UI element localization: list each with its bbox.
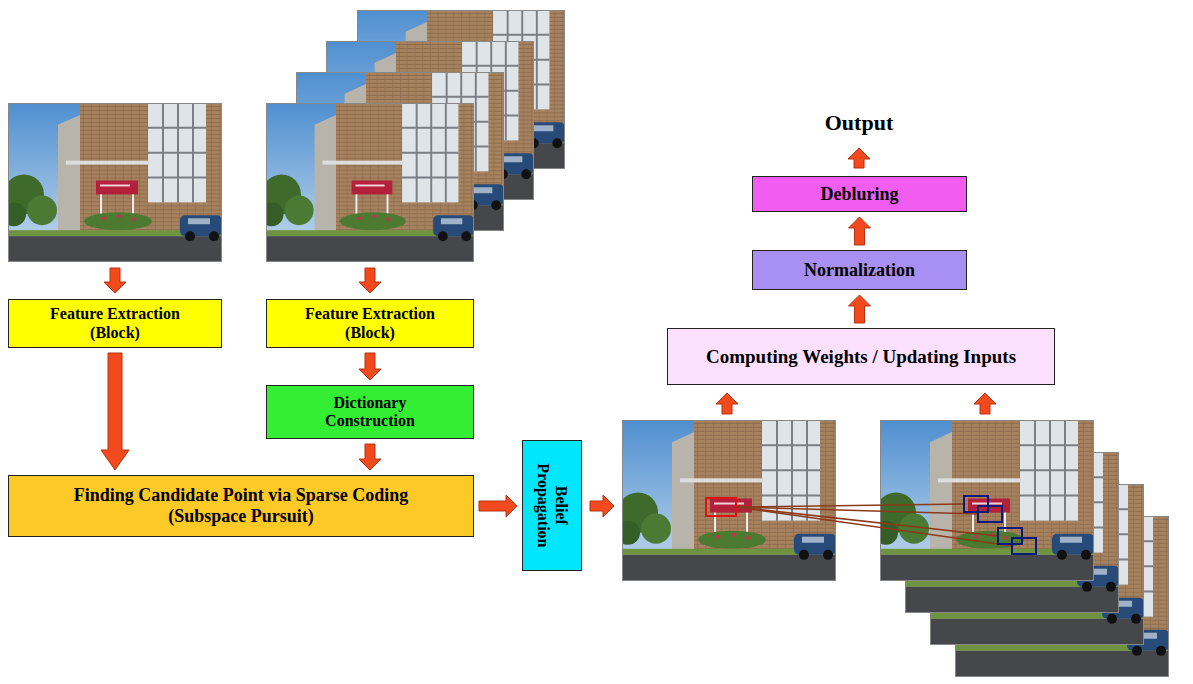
photo xyxy=(260,103,474,262)
process-box: Normalization xyxy=(752,250,967,290)
block-arrow xyxy=(849,217,871,245)
box-label: Dictionary Construction xyxy=(300,394,440,431)
box-label: Debluring xyxy=(820,184,898,205)
block-arrow xyxy=(590,495,614,517)
process-box: Belief Propagation xyxy=(522,440,582,571)
photo xyxy=(2,103,222,262)
block-arrow xyxy=(359,268,381,293)
box-label: Computing Weights / Updating Inputs xyxy=(706,346,1016,368)
block-arrow xyxy=(104,268,126,293)
box-label: Belief Propagation xyxy=(534,451,571,561)
block-arrow xyxy=(848,148,870,168)
block-arrow xyxy=(359,444,381,470)
box-label: Feature Extraction (Block) xyxy=(30,305,200,342)
block-arrow xyxy=(849,295,871,323)
block-arrow xyxy=(101,353,129,470)
block-arrow xyxy=(974,393,996,414)
box-label: Finding Candidate Point via Sparse Codin… xyxy=(41,485,441,526)
process-box: Feature Extraction (Block) xyxy=(8,299,222,348)
process-box: Dictionary Construction xyxy=(266,385,474,439)
output-label: Output xyxy=(759,110,959,135)
process-box: Finding Candidate Point via Sparse Codin… xyxy=(8,475,474,537)
match-lines xyxy=(736,504,1012,546)
box-label: Normalization xyxy=(804,260,915,281)
box-label: Feature Extraction (Block) xyxy=(285,305,455,342)
photo xyxy=(874,420,1094,581)
process-box: Computing Weights / Updating Inputs xyxy=(667,328,1055,385)
process-box: Debluring xyxy=(752,176,967,212)
block-arrow xyxy=(359,353,381,380)
photo xyxy=(616,420,836,581)
query-block xyxy=(706,498,736,516)
candidate-blocks xyxy=(964,496,1036,554)
block-arrow xyxy=(479,495,517,517)
process-box: Feature Extraction (Block) xyxy=(266,299,474,348)
block-arrow xyxy=(716,393,738,414)
